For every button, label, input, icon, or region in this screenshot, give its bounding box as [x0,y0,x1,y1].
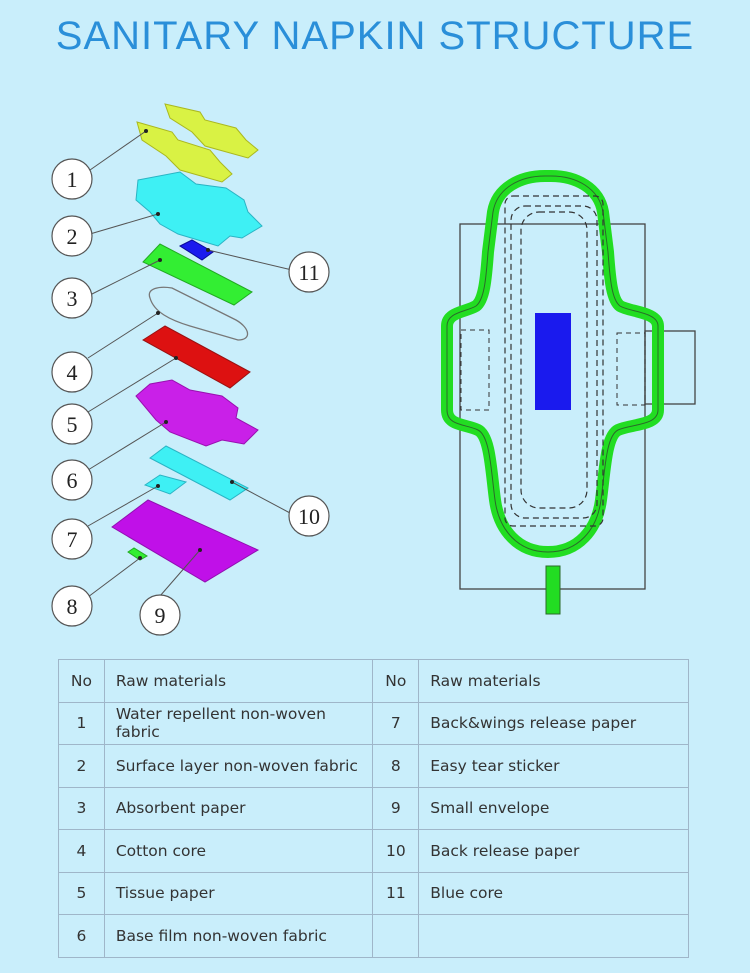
wing-dashed-left [460,329,490,411]
row-no: 2 [58,744,105,788]
napkin-diagram: 1 2 3 4 5 6 7 8 9 10 11 [51,103,696,636]
inner-layer-dashed-2 [510,205,598,519]
leader-lines [87,130,293,598]
row-no: 5 [58,871,105,915]
header-no-left: No [58,659,105,703]
row-no: 6 [58,914,105,958]
callout-6-label: 6 [67,468,78,493]
row-material [418,914,689,958]
inner-layer-dashed-1 [504,195,604,527]
callouts [51,158,330,636]
inner-layer-dashed-3 [520,211,588,509]
callout-7-circle [51,518,93,560]
row-material: Tissue paper [103,871,374,915]
row-material: Small envelope [418,786,689,830]
callout-10-circle [288,495,330,537]
row-no: 4 [58,829,105,873]
header-materials-right: Raw materials [418,659,689,703]
row-material: Cotton core [103,829,374,873]
table-row: 4 Cotton core 10 Back release paper [58,829,689,873]
row-no: 10 [372,829,420,873]
layer-1-water-repellent [136,103,259,183]
table-row: 1 Water repellent non-woven fabric 7 Bac… [58,701,689,745]
layer-6-base-film [135,379,259,447]
layer-5-tissue-paper [142,325,251,389]
table-row: 5 Tissue paper 11 Blue core [58,871,689,915]
callout-7-label: 7 [67,527,78,552]
header-materials-left: Raw materials [103,659,374,703]
assembled-napkin [441,170,696,615]
callout-2-circle [51,215,93,257]
callout-3-circle [51,277,93,319]
callout-1-circle [51,158,93,200]
callout-5-label: 5 [67,412,78,437]
row-material: Surface layer non-woven fabric [103,744,374,788]
callout-11-circle [288,251,330,293]
layer-7-wings-release-paper [143,474,188,495]
row-no [372,914,420,958]
row-material: Blue core [418,871,689,915]
envelope-flap [644,330,696,405]
row-no: 3 [58,786,105,830]
header-no-right: No [372,659,420,703]
row-no: 9 [372,786,420,830]
callout-4-label: 4 [67,360,78,385]
layer-9-small-envelope [111,499,260,583]
callout-10-label: 10 [298,504,320,529]
layer-3-absorbent-paper [142,243,253,306]
row-material: Back release paper [418,829,689,873]
layer-10-back-release-paper [149,445,249,501]
easy-tear-tab [545,565,561,615]
callout-11-label: 11 [298,260,319,285]
callout-5-circle [51,403,93,445]
row-no: 8 [372,744,420,788]
materials-table: No Raw materials No Raw materials 1 Wate… [58,659,689,958]
table-row: 6 Base film non-woven fabric [58,914,689,958]
wing-dashed-right [616,332,646,406]
row-material: Water repellent non-woven fabric [103,701,374,745]
row-no: 1 [58,701,105,745]
layer-4-cotton-core [148,286,249,341]
table-header-row: No Raw materials No Raw materials [58,659,689,703]
blue-core [535,313,571,410]
callout-2-label: 2 [67,224,78,249]
callout-8-circle [51,585,93,627]
layer-8-easy-tear-sticker [127,547,148,561]
layer-2-surface [135,171,263,247]
table-row: 3 Absorbent paper 9 Small envelope [58,786,689,830]
callout-8-label: 8 [67,594,78,619]
row-no: 7 [372,701,420,745]
callout-9-circle [139,594,181,636]
row-material: Back&wings release paper [418,701,689,745]
callout-1-label: 1 [67,167,78,192]
callout-9-label: 9 [155,603,166,628]
page-title: SANITARY NAPKIN STRUCTURE [55,14,695,58]
callout-4-circle [51,351,93,393]
table-row: 2 Surface layer non-woven fabric 8 Easy … [58,744,689,788]
callout-6-circle [51,459,93,501]
leader-dots [138,129,234,560]
layer-11-blue-core [178,239,214,261]
row-material: Base film non-woven fabric [103,914,374,958]
row-material: Absorbent paper [103,786,374,830]
callout-3-label: 3 [67,286,78,311]
row-material: Easy tear sticker [418,744,689,788]
row-no: 11 [372,871,420,915]
